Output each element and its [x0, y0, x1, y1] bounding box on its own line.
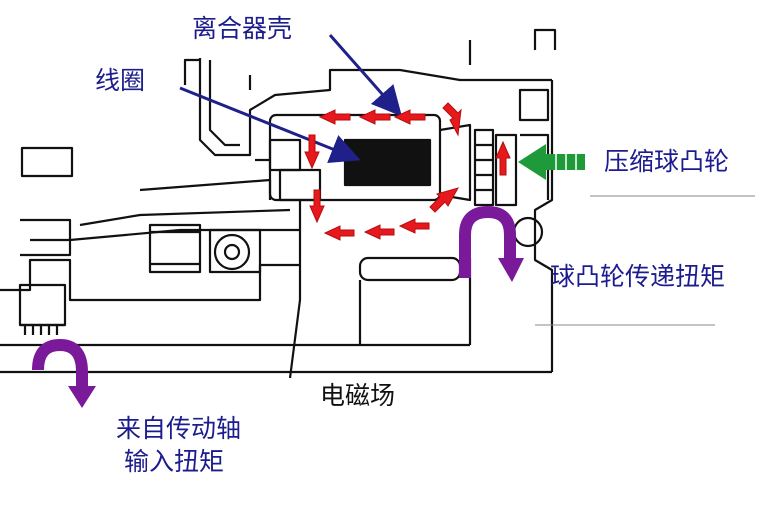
label-input-line2: 输入扭矩	[124, 447, 225, 476]
label-cam-torque: 球凸轮传递扭矩	[550, 262, 726, 291]
flux-arrow-top-3	[393, 109, 426, 125]
flux-arrow-left-down-2	[309, 189, 325, 224]
label-input-line1: 来自传动轴	[116, 414, 242, 443]
flux-arrow-corner-br	[429, 187, 460, 213]
flux-arrow-top-1	[318, 109, 351, 125]
label-coil: 线圈	[95, 66, 146, 95]
input-torque-arrow	[32, 338, 96, 408]
label-compression-cam: 压缩球凸轮	[604, 147, 730, 176]
flux-arrow-top-2	[358, 109, 391, 125]
compression-arrow	[518, 144, 585, 180]
flux-arrow-right-up	[495, 140, 511, 176]
pointer-housing	[328, 34, 402, 117]
cam-torque-arrow	[459, 205, 524, 282]
flux-arrow-corner-tr	[442, 102, 462, 137]
flux-arrow-left-down	[304, 134, 320, 170]
flux-arrow-bottom-1	[323, 225, 355, 241]
pointer-coil	[179, 86, 361, 164]
flux-arrow-bottom-3	[398, 218, 430, 234]
label-clutch-housing: 离合器壳	[192, 14, 293, 43]
flux-arrow-bottom-2	[363, 224, 395, 240]
label-magnetic-field: 电磁场	[320, 381, 396, 410]
